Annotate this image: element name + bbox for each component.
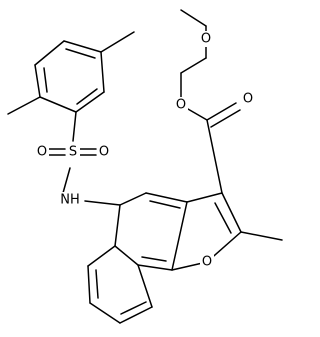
bond-c9-c9a — [137, 264, 153, 308]
amine-nitrogen-label: NH — [60, 193, 80, 208]
sulfonyl-oxygen-right-label: O — [99, 145, 109, 160]
bond-c4-c5 — [119, 192, 147, 206]
carbonyl-oxygen-label: O — [243, 92, 253, 107]
bond-carbonyl-double-b — [210, 109, 241, 128]
bond-c5a-c6 — [87, 245, 116, 267]
bond-c7-c8 — [89, 302, 121, 324]
bond-c3-c2-outer — [221, 192, 242, 233]
bond-methyl-methoxy-o — [180, 9, 207, 27]
sulfonyl-oxygen-right-atom: O — [97, 144, 111, 160]
bond-carbonyl-double-a — [206, 102, 237, 121]
bond-c9a-c9b-inner — [141, 256, 167, 262]
furan-oxygen-atom: O — [200, 254, 214, 270]
sulfonyl-sulfur-label: S — [69, 145, 77, 160]
amine-nitrogen-atom: NH — [57, 192, 83, 208]
atom-label-layer: O O O O S O O NH — [35, 31, 255, 270]
bond-ar-c2-c3 — [34, 64, 41, 98]
bond-c8-c9-inner — [120, 301, 147, 315]
bond-carbonyl-c3 — [206, 119, 223, 194]
sulfonyl-sulfur-atom: S — [66, 144, 80, 160]
bond-ar-c6-c1-inner — [76, 88, 98, 105]
bond-s-c1 — [72, 111, 77, 142]
furan-oxygen-label: O — [202, 255, 212, 270]
bond-ar-c2-methyl — [7, 96, 41, 115]
bond-ar-c1-c2 — [39, 96, 77, 113]
bond-layer — [7, 9, 283, 324]
ester-oxygen-atom: O — [174, 97, 188, 113]
bond-c9a-c9b — [137, 264, 173, 271]
bond-c8-c9 — [119, 306, 153, 324]
bond-ar-c3-c4 — [34, 40, 65, 66]
bond-c3a-c4-inner — [149, 200, 181, 209]
bond-ar-c2-c3-inner — [43, 67, 48, 93]
carbonyl-oxygen-atom: O — [241, 91, 255, 107]
bond-c3a-c9b — [171, 201, 188, 271]
bond-ch2-ch2 — [180, 57, 207, 74]
bond-c6-c7 — [87, 265, 91, 304]
bond-ar-c6-c1 — [75, 91, 105, 113]
bond-c5-nh — [84, 200, 121, 206]
bond-ar-c5-methyl — [100, 31, 135, 53]
bond-c5-c5a — [114, 204, 121, 247]
bond-ar-c4-c5-inner — [65, 48, 96, 59]
molecule-drawing: O O O O S O O NH — [7, 9, 283, 324]
bond-nh-s — [62, 167, 71, 194]
bond-c2-methyl — [240, 231, 283, 241]
bond-c6-c7-inner — [95, 269, 99, 299]
bond-c3a-c4 — [145, 192, 188, 203]
methoxy-oxygen-label: O — [201, 32, 211, 47]
sulfonyl-oxygen-left-label: O — [37, 145, 47, 160]
bond-c3-c3a — [186, 192, 223, 203]
structure-canvas: O O O O S O O NH — [7, 9, 283, 324]
bond-ar-c5-c6 — [100, 51, 105, 93]
methoxy-oxygen-atom: O — [199, 31, 213, 47]
bond-c5a-c9a — [114, 245, 139, 266]
bond-c3-c2-inner — [214, 202, 232, 234]
ester-oxygen-label: O — [176, 98, 186, 113]
sulfonyl-oxygen-left-atom: O — [35, 144, 49, 160]
bond-ar-c4-c5 — [63, 40, 102, 53]
